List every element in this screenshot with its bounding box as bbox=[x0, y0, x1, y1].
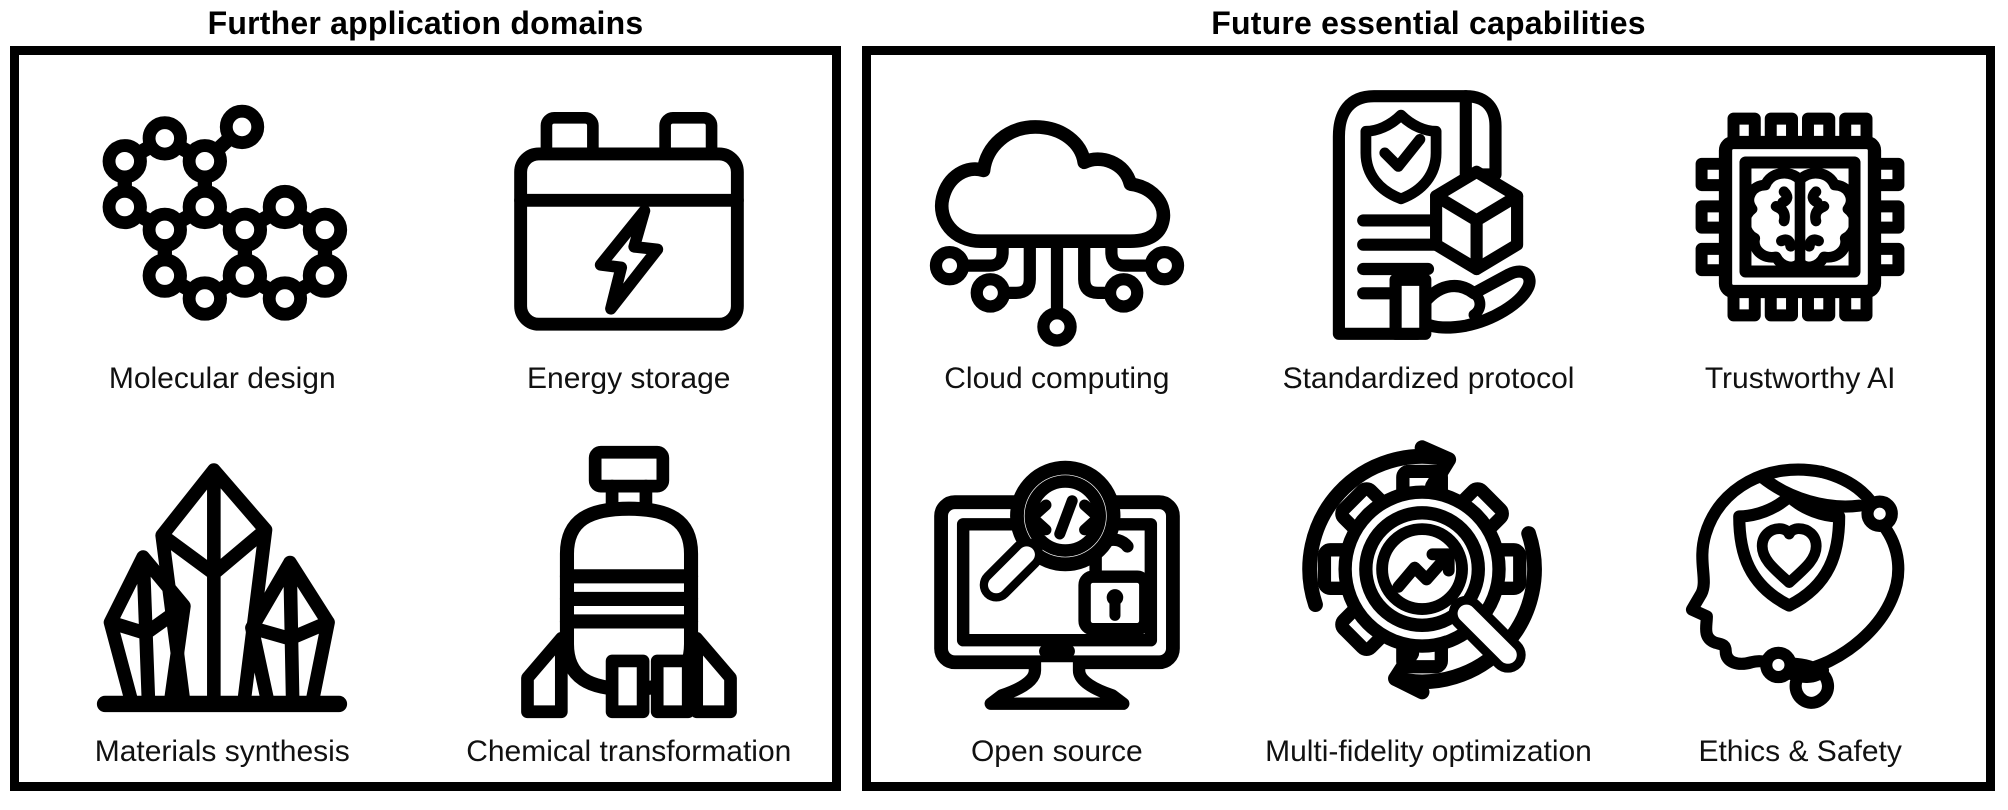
icon-cell-molecular-design: Molecular design bbox=[19, 55, 426, 419]
cloud-network-icon bbox=[929, 119, 1184, 347]
icon-cell-standardized-protocol: Standardized protocol bbox=[1243, 55, 1615, 419]
reactor-vessel-icon bbox=[520, 445, 737, 719]
ethics-safety-label: Ethics & Safety bbox=[1698, 735, 1902, 768]
materials-synthesis-label: Materials synthesis bbox=[94, 735, 350, 768]
icon-cell-cloud-computing: Cloud computing bbox=[871, 55, 1243, 419]
head-shield-heart-icon bbox=[1686, 463, 1905, 709]
energy-storage-label: Energy storage bbox=[527, 361, 731, 395]
document-shield-cube-hand-icon bbox=[1333, 89, 1537, 340]
icon-cell-energy-storage: Energy storage bbox=[426, 55, 833, 419]
trustworthy-ai-label: Trustworthy AI bbox=[1704, 361, 1896, 395]
gear-magnifier-cycle-icon bbox=[1302, 440, 1543, 700]
icon-cell-trustworthy-ai: Trustworthy AI bbox=[1614, 55, 1986, 419]
left-panel-title: Further application domains bbox=[207, 4, 644, 41]
icon-cell-multi-fidelity-optimization: Multi-fidelity optimization bbox=[1243, 419, 1615, 783]
icon-cell-open-source: Open source bbox=[871, 419, 1243, 783]
monitor-code-magnifier-lock-icon bbox=[934, 460, 1180, 710]
icon-cell-materials-synthesis: Materials synthesis bbox=[19, 419, 426, 783]
chemical-transformation-label: Chemical transformation bbox=[466, 735, 792, 768]
molecular-design-label: Molecular design bbox=[108, 361, 336, 395]
icon-cell-chemical-transformation: Chemical transformation bbox=[426, 419, 833, 783]
multi-fidelity-optimization-label: Multi-fidelity optimization bbox=[1265, 735, 1592, 768]
crystals-icon bbox=[97, 463, 348, 713]
further-application-domains-panel: Molecular design Energy storage bbox=[10, 46, 841, 791]
future-essential-capabilities-panel: Cloud computing Standardized protocol bbox=[862, 46, 1995, 791]
battery-lightning-icon bbox=[513, 111, 744, 331]
chip-brain-icon bbox=[1695, 112, 1905, 321]
open-source-label: Open source bbox=[970, 735, 1143, 768]
right-panel-section: Future essential capabilities Cloud comp… bbox=[862, 0, 1995, 791]
standardized-protocol-label: Standardized protocol bbox=[1282, 361, 1575, 395]
icon-cell-ethics-safety: Ethics & Safety bbox=[1614, 419, 1986, 783]
cloud-computing-label: Cloud computing bbox=[944, 361, 1170, 395]
right-panel-title: Future essential capabilities bbox=[1211, 4, 1646, 41]
molecule-icon bbox=[102, 104, 348, 321]
left-panel-section: Further application domains M bbox=[10, 0, 841, 791]
